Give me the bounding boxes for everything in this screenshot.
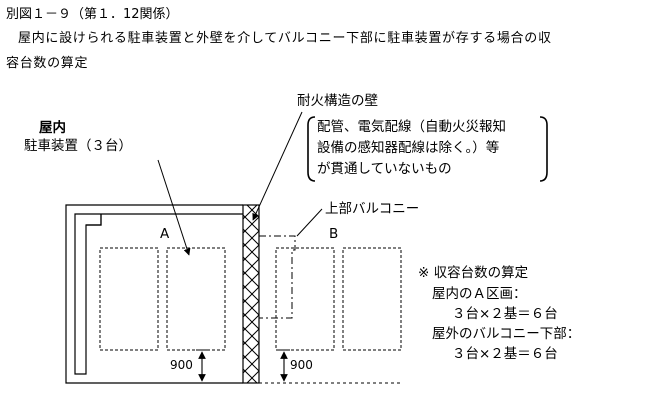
indoor-sub: 駐車装置（３台） [24,138,132,154]
leader-wall [252,111,303,221]
bracket-left [307,116,316,182]
leader-balcony [296,208,323,237]
calc-indoor-label: 屋内のＡ区画： [432,286,527,302]
zone-b-label: B [329,226,339,242]
figure-reference: 別図１－９（第１．12関係） [6,7,179,22]
balcony-outline [259,235,296,319]
building-outer-wall [65,204,243,384]
heading-line-1: 屋内に設けられる駐車装置と外壁を介してバルコニー下部に駐車装置が存する場合の収 [18,31,552,46]
parking-stall-a1 [99,247,159,351]
wall-title: 耐火構造の壁 [297,93,378,109]
wall-note-line-2: 設備の感知器配線は除く。）等 [317,140,500,156]
leader-indoor [157,159,191,256]
bracket-right [539,116,548,182]
balcony-label: 上部バルコニー [325,201,420,217]
dim-left-label: 900 [170,358,193,372]
indoor-title: 屋内 [39,120,66,136]
parking-stall-a2 [166,247,226,351]
calc-outdoor-formula: ３台×２基＝６台 [452,346,558,362]
calc-indoor-formula: ３台×２基＝６台 [452,306,558,322]
calc-title: ※ 収容台数の算定 [418,265,529,281]
zone-a-label: A [160,226,170,242]
fire-resistant-wall [242,204,260,384]
heading-line-2: 容台数の算定 [6,56,89,71]
calc-outdoor-label: 屋外のバルコニー下部： [432,326,581,342]
wall-note-line-3: が貫通していないもの [317,161,452,177]
dim-right-label: 900 [290,358,313,372]
wall-note-line-1: 配管、電気配線（自動火災報知 [317,119,506,135]
parking-stall-b2 [342,247,402,351]
parking-stall-b1 [275,247,335,351]
